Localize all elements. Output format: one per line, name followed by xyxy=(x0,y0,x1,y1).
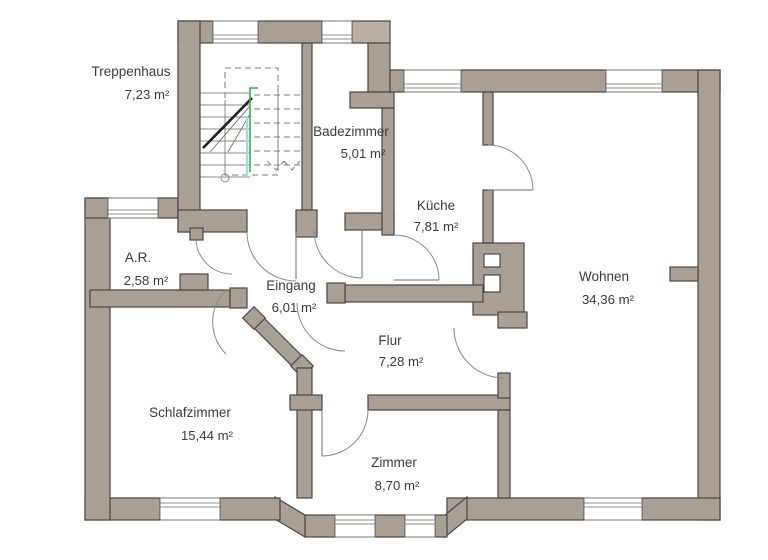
room-area-flur: 7,28 m² xyxy=(379,354,424,369)
stair-green-marker xyxy=(249,87,258,172)
door-arc-kueche-wohnen xyxy=(487,144,534,191)
doors xyxy=(195,144,534,457)
room-label-flur: Flur xyxy=(378,333,402,348)
window-ar xyxy=(107,197,159,219)
room-label-schlafzimmer: Schlafzimmer xyxy=(149,405,231,420)
window-badezimmer xyxy=(321,20,353,44)
door-arc-badezimmer xyxy=(313,229,363,279)
room-area-kueche: 7,81 m² xyxy=(414,219,459,234)
wohnen-wall-stub xyxy=(669,266,699,282)
room-area-wohnen: 34,36 m² xyxy=(582,292,635,307)
stair-walk-line-start xyxy=(220,173,230,183)
door-arc-eingang-flur xyxy=(296,302,346,352)
room-label-treppenhaus: Treppenhaus xyxy=(91,64,170,79)
room-label-ar: A.R. xyxy=(125,250,151,265)
stair-arrow xyxy=(266,160,301,171)
room-label-kueche: Küche xyxy=(417,198,455,213)
stair-upper-flight-outline xyxy=(224,67,279,176)
window-wohnen-bottom xyxy=(583,497,643,521)
window-kueche xyxy=(403,69,462,93)
stair-treads-dashed xyxy=(254,90,302,170)
window-treppenhaus xyxy=(212,20,259,44)
room-label-wohnen: Wohnen xyxy=(579,269,629,284)
door-arc-treppenhaus xyxy=(246,231,297,282)
room-area-schlafzimmer: 15,44 m² xyxy=(181,428,234,443)
window-wohnen-top xyxy=(605,69,663,93)
room-labels: Treppenhaus 7,23 m² Badezimmer 5,01 m² K… xyxy=(91,64,634,493)
room-area-treppenhaus: 7,23 m² xyxy=(125,87,170,102)
window-schlafzimmer xyxy=(159,497,221,521)
room-area-badezimmer: 5,01 m² xyxy=(341,146,386,161)
room-label-eingang: Eingang xyxy=(266,278,316,293)
room-label-zimmer: Zimmer xyxy=(371,455,417,470)
room-label-badezimmer: Badezimmer xyxy=(313,124,389,139)
windows xyxy=(107,20,663,538)
door-arc-ar xyxy=(195,237,233,275)
staircase xyxy=(200,67,302,183)
door-arc-kueche xyxy=(393,234,440,281)
window-zimmer-right xyxy=(404,514,436,538)
walls xyxy=(84,20,721,539)
door-arc-zimmer xyxy=(321,409,369,457)
room-area-eingang: 6,01 m² xyxy=(272,300,317,315)
stair-cut-line xyxy=(202,97,253,149)
door-arc-flur-wohnen xyxy=(453,327,505,379)
door-arc-schlafzimmer xyxy=(212,289,227,355)
stair-cut-line-thin xyxy=(209,105,251,153)
chimney-flues xyxy=(483,253,501,293)
room-area-ar: 2,58 m² xyxy=(124,273,169,288)
room-area-zimmer: 8,70 m² xyxy=(375,478,420,493)
window-zimmer-left xyxy=(334,514,376,538)
